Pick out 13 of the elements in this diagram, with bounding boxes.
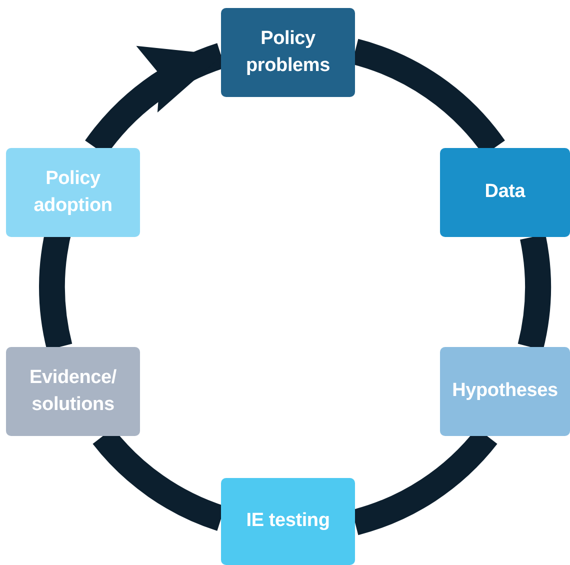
step-box	[221, 478, 355, 565]
step-label: Data	[484, 180, 526, 204]
step-label: Evidence/ solutions	[28, 366, 118, 416]
step-box	[221, 8, 355, 97]
step-label: IE testing	[246, 509, 330, 534]
step-box	[6, 148, 140, 237]
step-box	[440, 148, 570, 237]
step-label: Hypotheses	[452, 379, 558, 404]
step-box	[6, 347, 140, 436]
step-box	[440, 347, 570, 436]
step-label: Policy adoption	[32, 166, 114, 218]
cycle-arc	[518, 234, 551, 350]
step-label: Policy problems	[245, 26, 331, 78]
